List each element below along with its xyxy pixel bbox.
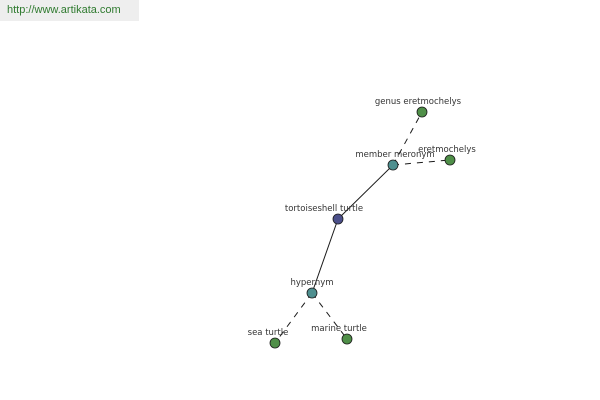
node-circle-hypernym[interactable] bbox=[306, 287, 318, 299]
node-eretmochelys[interactable]: eretmochelys bbox=[418, 145, 476, 166]
node-sea-turtle[interactable]: sea turtle bbox=[248, 328, 289, 349]
node-root[interactable]: tortoiseshell turtle bbox=[285, 204, 363, 225]
edge-member-meronym-to-genus-eretmochelys bbox=[392, 111, 423, 166]
node-circle-sea-turtle[interactable] bbox=[269, 337, 281, 349]
node-circle-marine-turtle[interactable] bbox=[341, 333, 353, 345]
edge-hypernym-to-marine-turtle bbox=[311, 292, 348, 340]
node-label-sea-turtle: sea turtle bbox=[248, 328, 289, 338]
node-label-root: tortoiseshell turtle bbox=[285, 204, 363, 214]
node-circle-eretmochelys[interactable] bbox=[444, 154, 456, 166]
node-circle-member-meronym[interactable] bbox=[387, 159, 399, 171]
node-circle-genus-eretmochelys[interactable] bbox=[416, 106, 428, 118]
edge-root-to-hypernym bbox=[311, 218, 339, 294]
nodes-layer: tortoiseshell turtle member meronym hypern… bbox=[248, 97, 476, 349]
edge-member-meronym-to-eretmochelys bbox=[392, 159, 451, 166]
node-label-member-meronym: member meronym bbox=[355, 150, 434, 160]
site-watermark: http://www.artikata.com bbox=[0, 0, 139, 21]
edge-hypernym-to-sea-turtle bbox=[274, 292, 313, 344]
node-label-marine-turtle: marine turtle bbox=[311, 324, 367, 334]
edges-layer bbox=[274, 111, 451, 344]
node-circle-root[interactable] bbox=[332, 213, 344, 225]
node-label-genus-eretmochelys: genus eretmochelys bbox=[375, 97, 462, 107]
node-marine-turtle[interactable]: marine turtle bbox=[311, 324, 367, 345]
edge-root-to-member-meronym bbox=[337, 164, 394, 220]
node-label-hypernym: hypernym bbox=[290, 278, 333, 288]
node-genus-eretmochelys[interactable]: genus eretmochelys bbox=[375, 97, 462, 118]
node-member-meronym[interactable]: member meronym bbox=[355, 150, 435, 171]
node-hypernym[interactable]: hypernym bbox=[290, 278, 334, 299]
node-label-eretmochelys: eretmochelys bbox=[418, 145, 476, 155]
